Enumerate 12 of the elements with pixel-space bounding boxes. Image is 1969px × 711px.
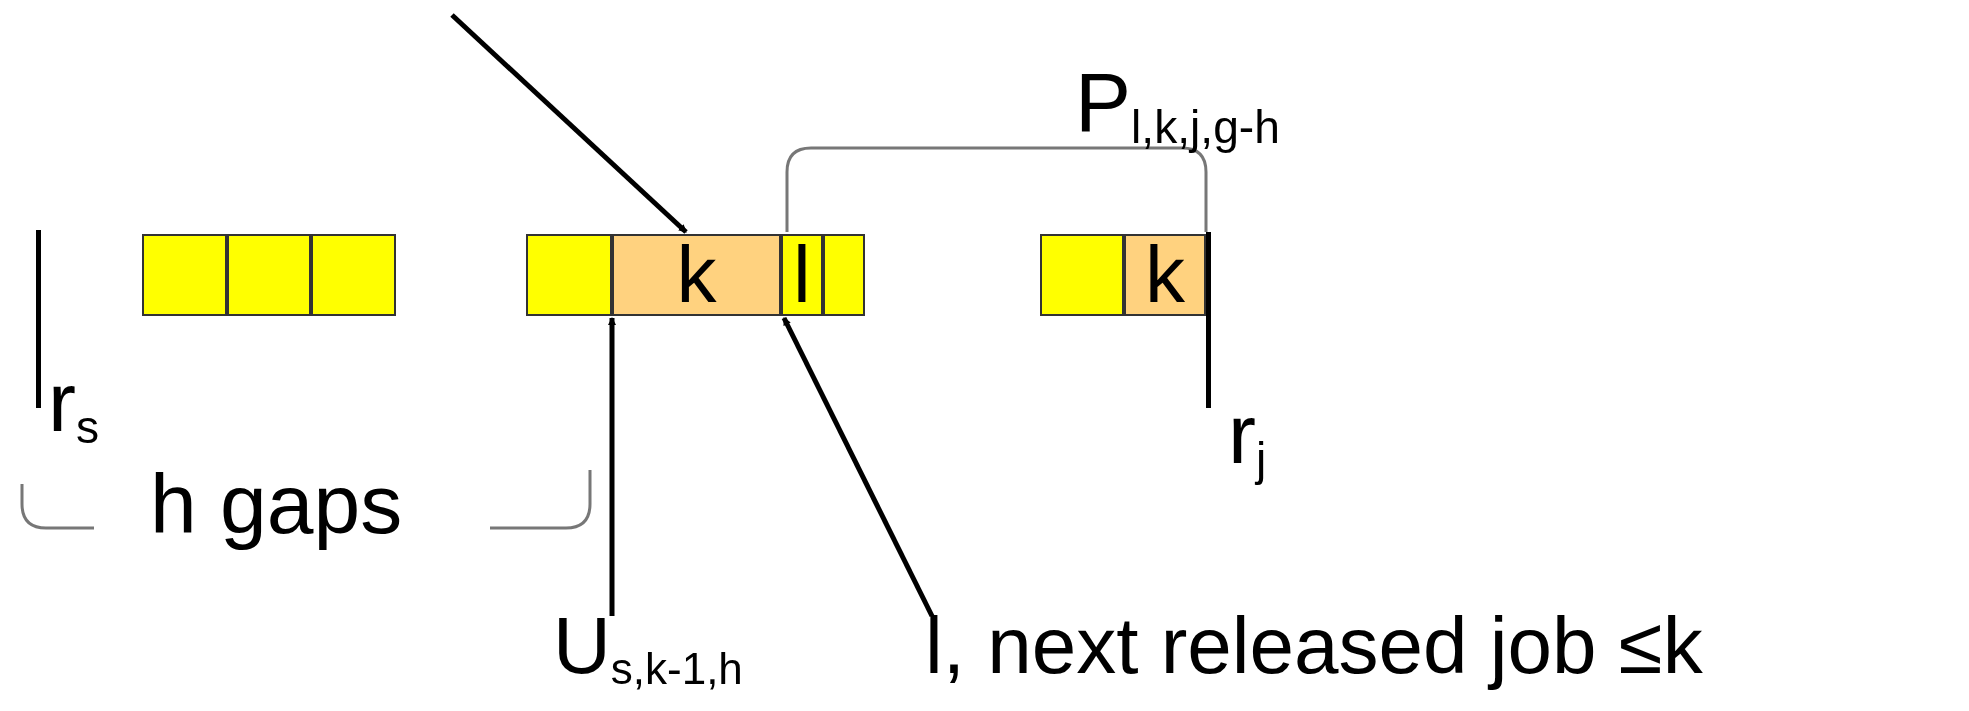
job-letter: l [793, 235, 811, 315]
job-letter: k [1145, 235, 1185, 315]
job-letter: k [676, 235, 717, 315]
math-label: r$_{s}$ [48, 360, 100, 450]
annotation-text: U$_{s,k-1,h}$ [553, 606, 743, 691]
arrow [781, 316, 935, 618]
job-cell [781, 234, 823, 316]
arrow [608, 317, 616, 616]
empty-job-cell [823, 234, 865, 316]
arrow [450, 13, 688, 234]
job-cell [1124, 234, 1206, 316]
job-cell [612, 234, 781, 316]
